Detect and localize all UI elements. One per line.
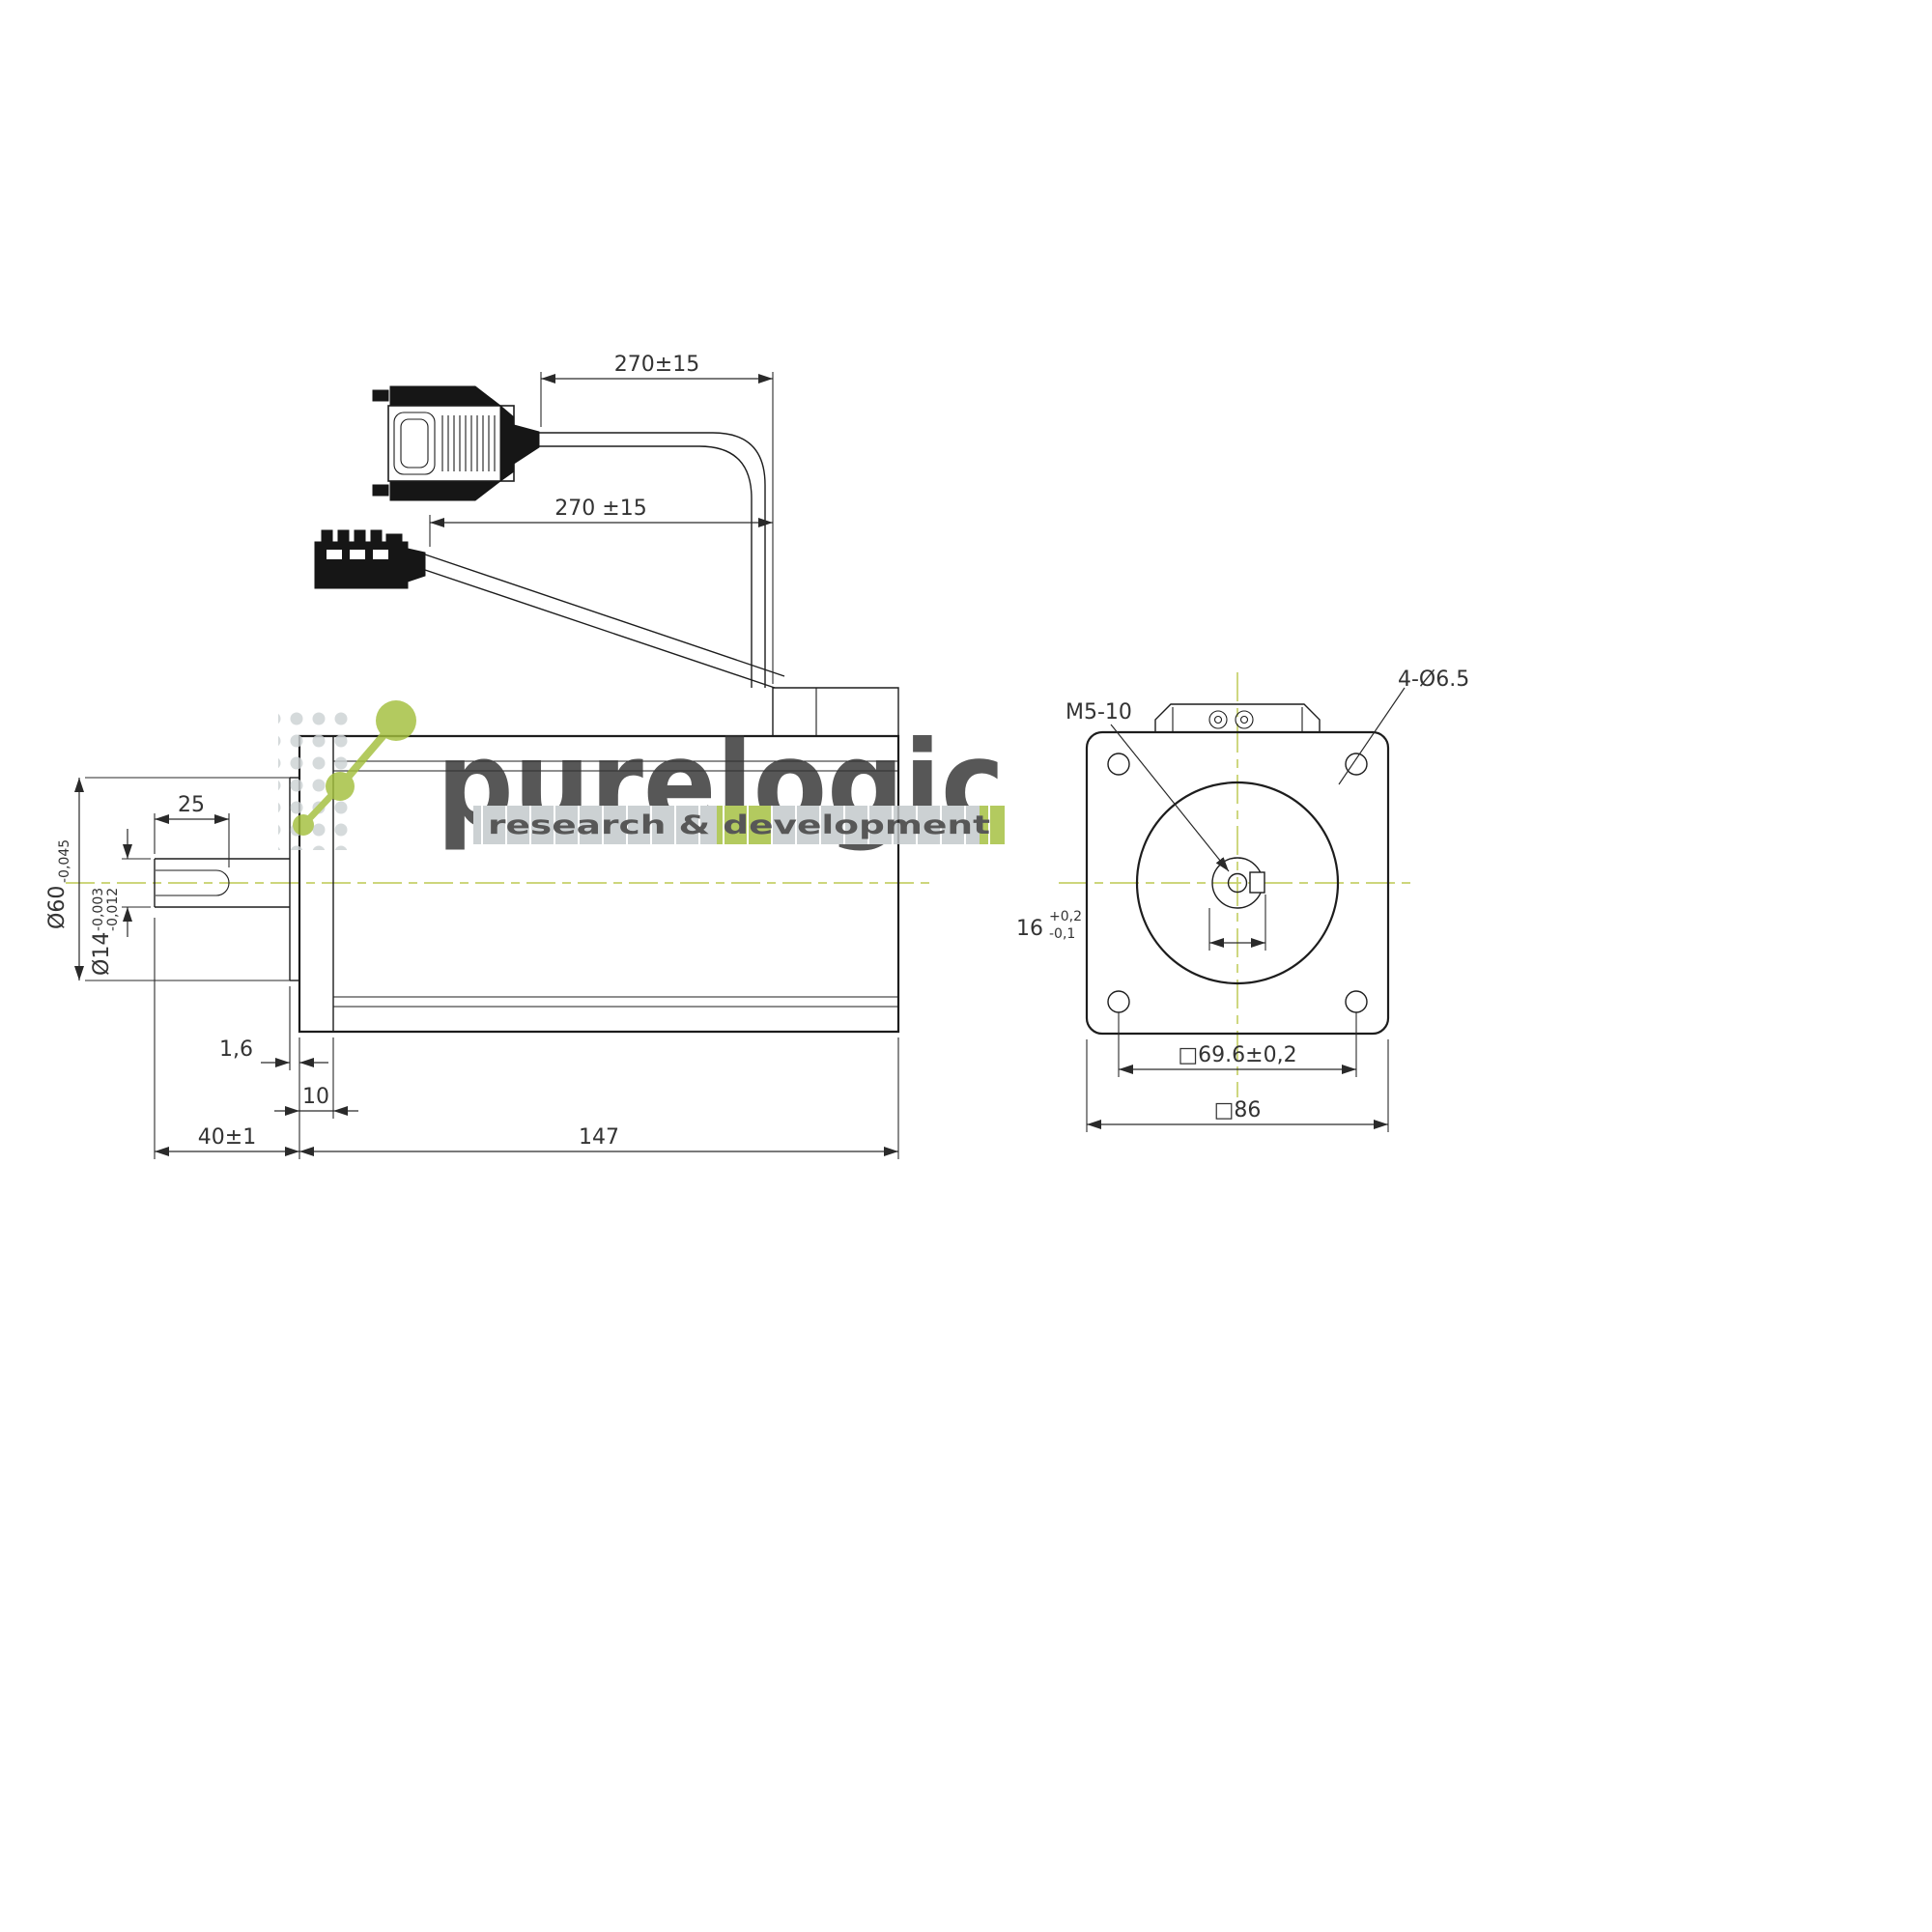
terminal-hump <box>1154 703 1321 732</box>
front-view: M5-10 4-Ø6.5 16 +0,2 -0,1 □69.6±0,2 □86 <box>1016 668 1469 1132</box>
dim-pilot-boss-height: 1,6 <box>219 1037 253 1062</box>
power-boot <box>407 548 426 582</box>
terminal-post-left <box>1208 710 1228 729</box>
dim-key-tol-upper: +0,2 <box>1049 909 1082 924</box>
dim-frame-size: □86 <box>1214 1098 1262 1122</box>
power-cable <box>424 554 785 689</box>
front-view-dimensions: M5-10 4-Ø6.5 16 +0,2 -0,1 □69.6±0,2 □86 <box>1016 668 1469 1132</box>
db9-grip-ribs <box>441 415 496 471</box>
shaft-flat <box>156 869 230 896</box>
watermark-tagline: research & development <box>473 806 1005 844</box>
dim-body-length: 147 <box>579 1125 619 1150</box>
dim-shaft-diameter-label: Ø14 -0,003 -0,012 <box>90 888 121 976</box>
callout-mounting-holes: 4-Ø6.5 <box>1398 668 1469 692</box>
shaft-tol-upper: -0,003 <box>91 888 106 931</box>
signal-cable <box>539 432 766 688</box>
dim-key-width: 16 <box>1016 917 1043 941</box>
centerlines <box>66 672 1414 1097</box>
dim-cable-bottom: 270 ±15 <box>554 497 646 521</box>
dim-cable-top: 270±15 <box>614 353 699 377</box>
db9-boot <box>513 424 540 465</box>
side-view-dimensions: 270±15 270 ±15 25 Ø60 -0,045 Ø1 <box>45 353 899 1159</box>
dim-shaft-length: 40±1 <box>198 1125 256 1150</box>
motor-body-outline <box>298 734 900 1034</box>
shaft-key <box>1249 871 1265 894</box>
pilot-diameter-value: Ø60 <box>45 886 70 929</box>
shaft-diameter-value: Ø14 <box>90 932 114 976</box>
power-connector <box>314 529 426 589</box>
db9-connector <box>372 385 540 501</box>
watermark: purelogic research & development <box>278 700 1005 853</box>
db9-hood-bottom <box>389 480 502 501</box>
watermark-tagline-text: research & development <box>488 810 990 840</box>
dim-flange-thickness: 10 <box>302 1085 329 1109</box>
pilot-circle <box>1135 781 1340 985</box>
watermark-logo <box>293 700 416 836</box>
center-tap-hole <box>1227 872 1248 894</box>
front-flange-outline <box>1085 730 1390 1036</box>
dim-shaft-flat-length: 25 <box>178 793 205 817</box>
callout-center-tap: M5-10 <box>1065 700 1132 724</box>
dim-key-tol-lower: -0,1 <box>1049 926 1075 942</box>
motor-shaft <box>154 858 290 908</box>
shaft-tol-lower: -0,012 <box>105 888 121 931</box>
side-view: 270±15 270 ±15 25 Ø60 -0,045 Ø1 <box>45 353 900 1159</box>
terminal-post-right <box>1235 710 1254 729</box>
pilot-diameter-tolerance: -0,045 <box>57 839 72 883</box>
cable-entry-box <box>772 687 899 736</box>
db9-hood-top <box>389 385 502 407</box>
db9-screw-bottom <box>372 484 389 497</box>
dim-pilot-diameter-label: Ø60 -0,045 <box>45 839 72 929</box>
db9-collar <box>499 404 515 482</box>
dim-bolt-spacing: □69.6±0,2 <box>1178 1043 1296 1067</box>
db9-screw-top <box>372 389 389 402</box>
